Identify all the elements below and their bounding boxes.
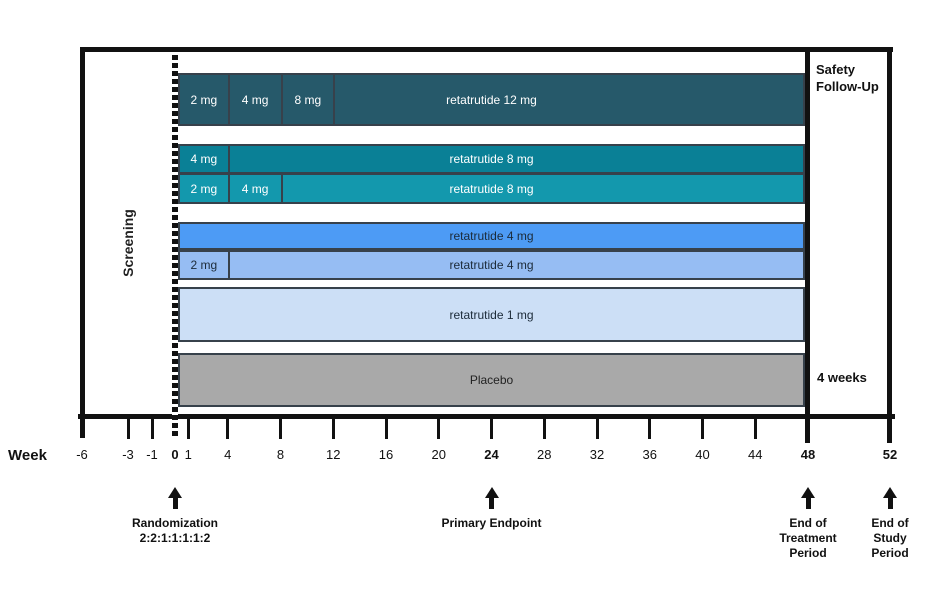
week-axis-label: Week <box>8 447 47 464</box>
week-tick-label: -3 <box>122 447 134 462</box>
annotation-line: Period <box>789 546 827 560</box>
dose-segment-label: 2 mg <box>190 258 218 272</box>
arm-bar-retatrutide-8mg-escalated-from-2: 2 mg 4 mg retatrutide 8 mg <box>178 173 805 204</box>
dose-segment-label: 4 mg <box>241 181 269 196</box>
up-arrow-stem <box>489 498 494 509</box>
week-tick-label: 28 <box>537 447 552 462</box>
up-arrow-icon <box>168 487 182 498</box>
dose-escalation-segment: 4 mg <box>180 146 230 172</box>
week-tick-label: 8 <box>276 447 285 462</box>
week-tick-label: 12 <box>326 447 341 462</box>
week-tick-label: -1 <box>146 447 158 462</box>
annotation-line: Study <box>873 531 907 545</box>
week-tick-label: 36 <box>642 447 657 462</box>
week-tick <box>331 419 335 439</box>
screening-period: Screening <box>88 155 168 330</box>
screening-label: Screening <box>119 208 136 277</box>
timeline-axis <box>78 414 895 419</box>
up-arrow-stem <box>887 498 893 509</box>
week-tick <box>186 419 190 439</box>
week-tick-label: 0 <box>171 447 179 462</box>
week-tick <box>701 419 704 439</box>
week-tick <box>437 419 441 439</box>
arm-bar-retatrutide-1mg: retatrutide 1 mg <box>178 287 805 342</box>
week-tick-label: 40 <box>695 447 710 462</box>
up-arrow-stem <box>172 498 178 509</box>
week-tick <box>753 419 757 439</box>
safety-followup-label: Safety Follow-Up <box>816 62 879 94</box>
annotation-line: Randomization <box>132 516 218 530</box>
week-tick-label: 16 <box>378 447 394 462</box>
dose-segment-label: 4 mg <box>190 152 218 166</box>
annotation-line: End of <box>871 516 909 530</box>
frame-top-border <box>80 47 893 52</box>
up-arrow-stem <box>805 498 811 509</box>
week-tick-label: 24 <box>484 447 499 462</box>
up-arrow-icon <box>484 487 499 498</box>
dose-escalation-segment: 2 mg <box>180 252 230 278</box>
dose-segment-label: 2 mg <box>190 92 218 107</box>
arm-label: retatrutide 1 mg <box>449 307 534 322</box>
annotation-line: Period <box>871 546 909 560</box>
arm-label: Placebo <box>469 373 514 387</box>
dose-escalation-segment: 2 mg <box>180 175 230 202</box>
week-tick-label: 44 <box>748 447 763 462</box>
arm-bar-retatrutide-12mg: 2 mg 4 mg 8 mg retatrutide 12 mg <box>178 73 805 126</box>
arm-bar-retatrutide-8mg-escalated-from-4: 4 mg retatrutide 8 mg <box>178 144 805 174</box>
annotation-line: End of <box>789 516 827 530</box>
arm-label: retatrutide 12 mg <box>446 92 537 107</box>
arm-label: retatrutide 8 mg <box>449 181 534 196</box>
week-tick-label: 48 <box>800 447 816 462</box>
week-tick <box>384 419 388 439</box>
week-tick-label: 32 <box>589 447 605 462</box>
week-tick <box>150 419 154 439</box>
annotation-line: Primary Endpoint <box>441 516 542 530</box>
arm-label: retatrutide 8 mg <box>449 152 534 166</box>
dose-segment-label: 8 mg <box>294 92 322 107</box>
randomization-dashed-line-week0 <box>172 47 178 438</box>
frame-left-border <box>80 47 85 438</box>
up-arrow-icon <box>883 487 897 498</box>
week-tick <box>226 419 230 439</box>
dose-escalation-segment: 4 mg <box>230 75 283 124</box>
dose-escalation-segment: 8 mg <box>283 75 336 124</box>
week-tick <box>542 419 546 439</box>
arm-label: retatrutide 4 mg <box>449 229 534 243</box>
week-tick-label: -6 <box>76 447 88 462</box>
end-of-treatment-line-week48 <box>805 47 810 443</box>
dose-escalation-segment: 2 mg <box>180 75 230 124</box>
annotation-line: 2:2:1:1:1:1:2 <box>139 531 211 545</box>
week-tick <box>279 419 282 439</box>
week-tick <box>595 419 599 439</box>
dose-escalation-segment: 4 mg <box>230 175 283 202</box>
arm-bar-placebo: Placebo <box>178 353 805 407</box>
dose-segment-label: 2 mg <box>190 181 218 196</box>
frame-right-border-week52 <box>887 47 892 443</box>
up-arrow-icon <box>801 487 815 498</box>
arm-bar-retatrutide-4mg-escalated-from-2: 2 mg retatrutide 4 mg <box>178 250 805 280</box>
annotation-label: Primary Endpoint <box>412 516 572 531</box>
annotation-line: Treatment <box>779 531 837 545</box>
dose-segment-label: 4 mg <box>241 92 269 107</box>
week-tick <box>648 419 652 439</box>
arm-bar-retatrutide-4mg: retatrutide 4 mg <box>178 222 805 250</box>
arm-label: retatrutide 4 mg <box>449 258 534 272</box>
four-weeks-label: 4 weeks <box>817 370 867 385</box>
week-tick-label: 20 <box>431 447 446 462</box>
week-tick-label: 52 <box>882 447 898 462</box>
week-tick-label: 1 <box>184 447 192 462</box>
week-tick <box>490 419 493 439</box>
week-tick <box>126 419 130 439</box>
week-tick-label: 4 <box>224 447 232 462</box>
